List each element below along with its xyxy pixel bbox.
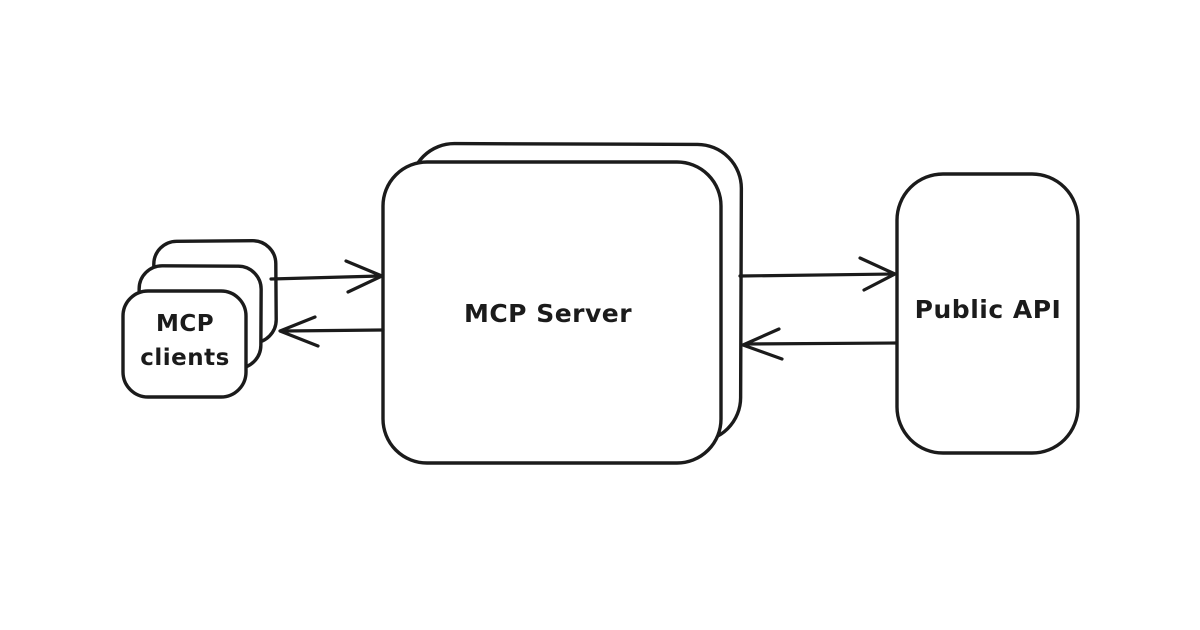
- mcp-server-node: [381, 141, 744, 465]
- diagram-root: MCP clients MCP Server Public API: [121, 141, 1080, 465]
- mcp-clients-label-line2: clients: [140, 345, 230, 371]
- arrow-clients-to-server: [269, 259, 384, 294]
- mcp-server-label: MCP Server: [464, 299, 632, 328]
- arrowhead-left-icon: [741, 327, 784, 361]
- arrow-server-to-api: [738, 256, 897, 292]
- arrow-api-to-server: [741, 327, 898, 361]
- public-api-label: Public API: [915, 295, 1062, 324]
- server-box-front: [381, 160, 723, 465]
- clients-card-front: [121, 289, 248, 399]
- arrowhead-left-icon: [278, 315, 320, 348]
- arrow-server-to-clients: [278, 315, 385, 348]
- public-api-node: [895, 172, 1080, 455]
- public-api-box: [895, 172, 1080, 455]
- arrowhead-right-icon: [344, 259, 384, 294]
- diagram-labels: MCP clients MCP Server Public API: [140, 295, 1061, 371]
- mcp-clients-node: [121, 239, 278, 399]
- mcp-clients-label-line1: MCP: [156, 311, 214, 337]
- arrowhead-right-icon: [858, 256, 897, 292]
